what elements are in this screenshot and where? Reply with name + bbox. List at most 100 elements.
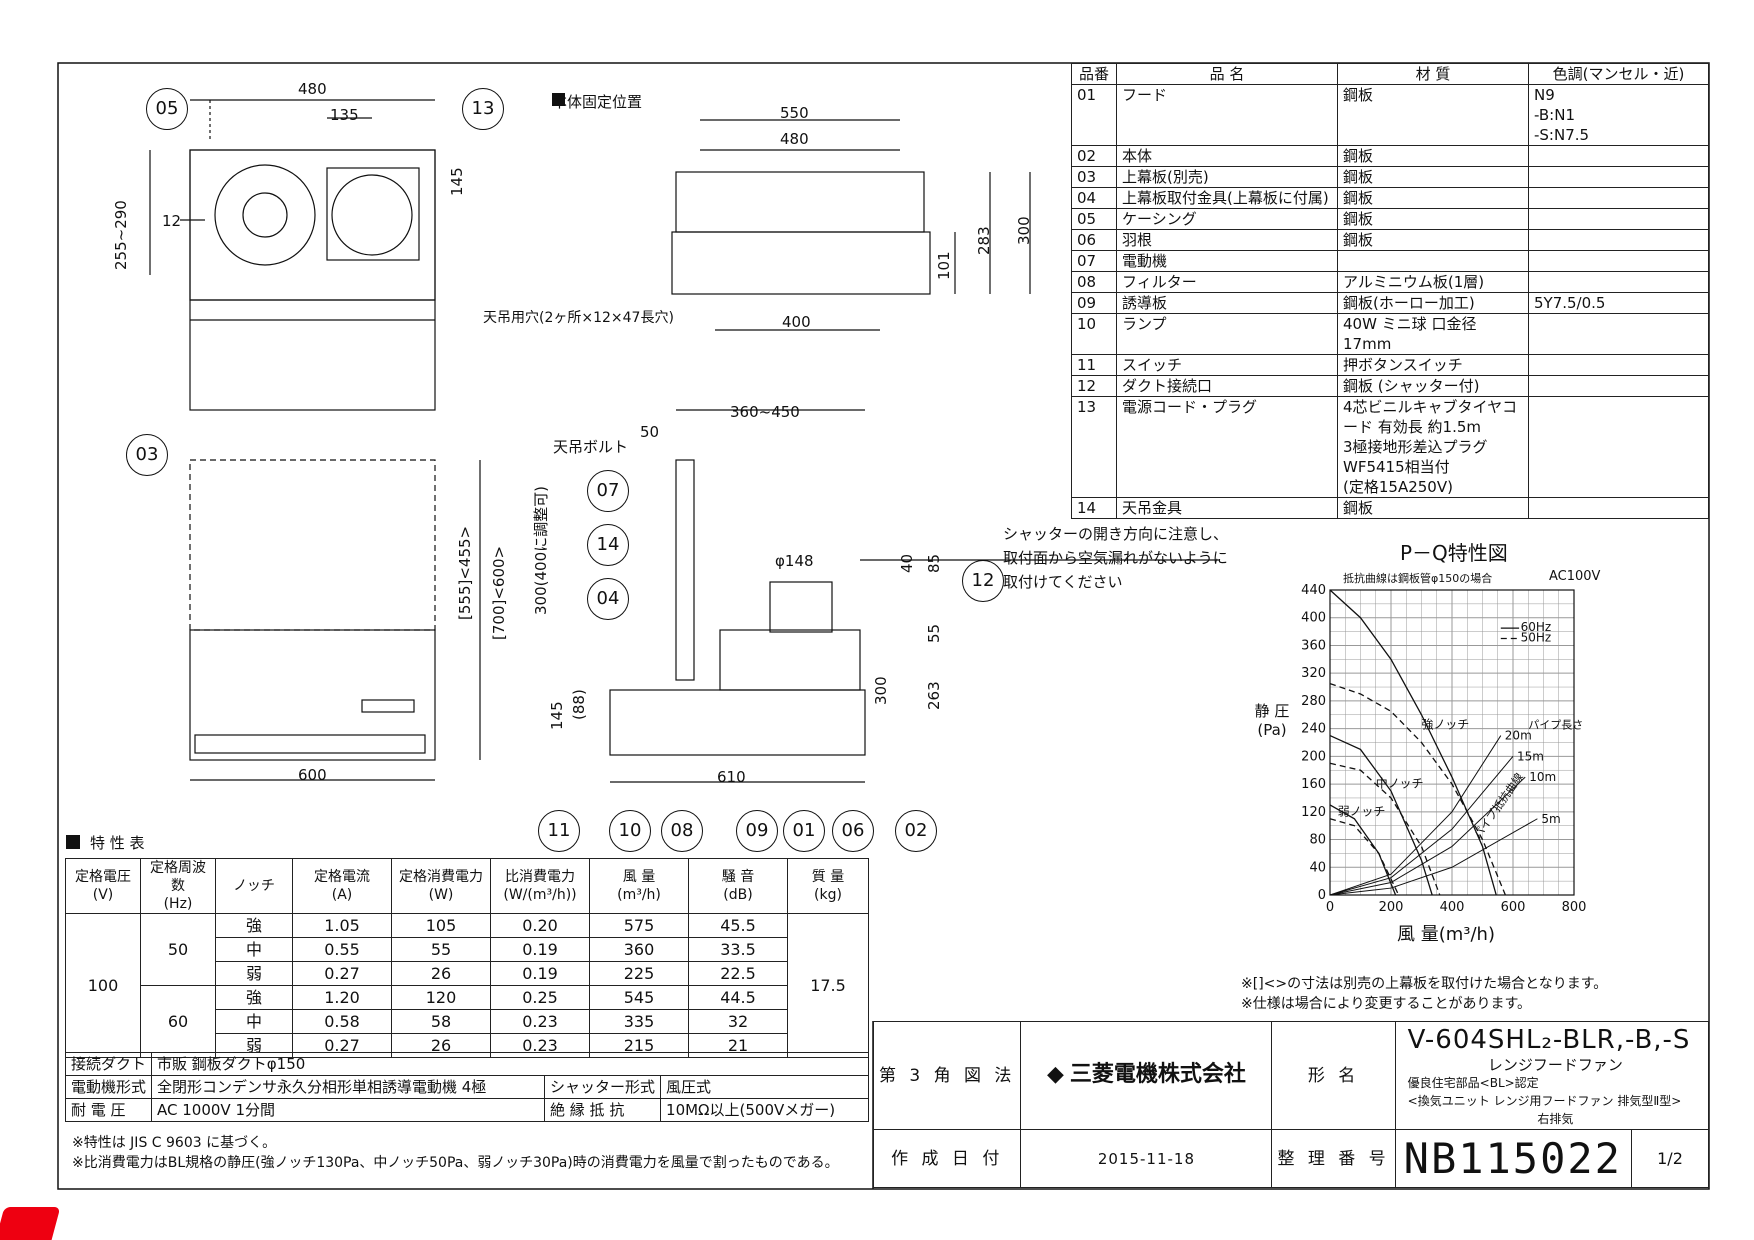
label-pipe-length: パイプ長さ — [1528, 719, 1583, 732]
parts-cell-name: 天吊金具 — [1116, 497, 1338, 519]
insulation-label: 絶 縁 抵 抗 — [544, 1098, 662, 1122]
notes-left: ※特性は JIS C 9603 に基づく。 ※比消費電力はBL規格の静圧(強ノッ… — [72, 1133, 839, 1173]
spec-cell: 0.23 — [490, 1009, 590, 1034]
parts-cell-color — [1528, 166, 1709, 188]
spec-cell: 1.05 — [292, 913, 392, 938]
spec-cell: 弱 — [215, 961, 293, 986]
parts-cell-color — [1528, 208, 1709, 230]
parts-cell-name: 上幕板取付金具(上幕板に付属) — [1116, 187, 1338, 209]
spec-cell: 0.19 — [490, 961, 590, 986]
legend-fixed-position: 本体固定位置 — [552, 93, 643, 111]
parts-cell-color: N9 -B:N1 -S:N7.5 — [1528, 84, 1709, 146]
x-tick-label: 0 — [1326, 900, 1334, 915]
dim-85: 85 — [925, 553, 943, 573]
spec-cell: 335 — [589, 1009, 689, 1034]
insulation-value: 10MΩ以上(500Vメガー) — [660, 1098, 869, 1122]
dim-300-adjust: 300(400に調整可) — [532, 486, 550, 615]
spec-cell: 強 — [215, 985, 293, 1010]
parts-cell-no: 12 — [1071, 375, 1117, 397]
spec-cell: 575 — [589, 913, 689, 938]
parts-cell-color: 5Y7.5/0.5 — [1528, 292, 1709, 314]
parts-cell-name: フィルター — [1116, 271, 1338, 293]
page-number: 1/2 — [1631, 1129, 1709, 1188]
parts-cell-no: 03 — [1071, 166, 1117, 188]
shutter-label: シャッター形式 — [544, 1075, 662, 1099]
spec-h-current: 定格電流 (A) — [292, 858, 392, 914]
y-tick-label: 40 — [1309, 860, 1326, 875]
label-strong-notch: 強ノッチ — [1422, 718, 1470, 732]
plot-frame — [1329, 589, 1575, 896]
model-label: 形 名 — [1271, 1021, 1396, 1130]
parts-cell-name: ランプ — [1116, 313, 1338, 355]
dim-40: 40 — [898, 553, 916, 573]
cert-line-1: 優良住宅部品<BL>認定 — [1407, 1075, 1539, 1090]
warning-line-3: 取付けてください — [1003, 573, 1123, 591]
dim-480: 480 — [298, 80, 327, 98]
spec-h-specpower: 比消費電力 (W/(m³/h)) — [490, 858, 590, 914]
y-tick-label: 200 — [1301, 749, 1326, 764]
dim-600: 600 — [298, 766, 327, 784]
spec-cell: 22.5 — [688, 961, 788, 986]
duct-label: 接続ダクト — [64, 1052, 153, 1076]
dim-145: 145 — [448, 167, 466, 196]
spec-cell: 中 — [215, 1009, 293, 1034]
spec-frequency: 50 — [140, 913, 216, 986]
callout-06: 06 — [832, 810, 874, 852]
motor-label: 電動機形式 — [64, 1075, 153, 1099]
spec-cell: 中 — [215, 937, 293, 962]
y-tick-label: 80 — [1309, 833, 1326, 848]
pq-series-line — [1329, 682, 1506, 896]
callout-04: 04 — [587, 578, 629, 620]
pq-series-line — [1329, 818, 1400, 896]
y-tick-label: 400 — [1301, 611, 1326, 626]
chart-xlabel: 風 量(m³/h) — [1397, 924, 1495, 945]
y-tick-label: 240 — [1301, 722, 1326, 737]
resistance-label: 20m — [1505, 729, 1532, 743]
note-jis: ※特性は JIS C 9603 に基づく。 — [72, 1135, 277, 1151]
projection-method: 第 3 角 図 法 — [872, 1021, 1022, 1130]
callout-14: 14 — [587, 524, 629, 566]
dim-phi148: φ148 — [775, 552, 814, 570]
parts-cell-color — [1528, 313, 1709, 355]
spec-cell: 360 — [589, 937, 689, 962]
install-spec-table: 接続ダクト 市販 鋼板ダクトφ150 電動機形式 全閉形コンデンサ永久分相形単相… — [64, 1052, 869, 1122]
resistance-curve-10m — [1329, 776, 1526, 896]
parts-cell-material — [1337, 250, 1529, 272]
date-value: 2015-11-18 — [1020, 1129, 1273, 1188]
x-tick-label: 400 — [1440, 900, 1465, 915]
callout-12: 12 — [962, 560, 1004, 602]
dim-283: 283 — [975, 226, 993, 255]
x-tick-label: 800 — [1562, 900, 1587, 915]
legend-60hz: 60Hz — [1521, 620, 1552, 634]
dim-700: [700]<600> — [490, 545, 508, 640]
spec-h-power: 定格消費電力 (W) — [391, 858, 491, 914]
chart-supply: AC100V — [1549, 569, 1601, 584]
callout-08: 08 — [661, 810, 703, 852]
spec-cell: 0.58 — [292, 1009, 392, 1034]
parts-cell-no: 01 — [1071, 84, 1117, 146]
section-square — [66, 835, 80, 849]
parts-cell-name: スイッチ — [1116, 354, 1338, 376]
pq-series-line — [1329, 589, 1497, 896]
dim-480-side: 480 — [780, 130, 809, 148]
dim-300: 300 — [1015, 216, 1033, 245]
callout-02: 02 — [895, 810, 937, 852]
pq-series-line — [1329, 804, 1397, 896]
spec-cell: 0.27 — [292, 961, 392, 986]
parts-cell-name: 誘導板 — [1116, 292, 1338, 314]
plan-view — [149, 99, 436, 411]
spec-cell: 105 — [391, 913, 491, 938]
parts-cell-name: ダクト接続口 — [1116, 375, 1338, 397]
parts-cell-no: 10 — [1071, 313, 1117, 355]
model-cell: V-604SHL₂-BLR,-B,-S レンジフードファン 優良住宅部品<BL>… — [1394, 1021, 1710, 1130]
parts-cell-color — [1528, 497, 1709, 519]
spec-cell: 32 — [688, 1009, 788, 1034]
spec-cell: 1.20 — [292, 985, 392, 1010]
notes-right: ※[]<>の寸法は別売の上幕板を取付けた場合となります。 ※仕様は場合により変更… — [1241, 974, 1607, 1014]
